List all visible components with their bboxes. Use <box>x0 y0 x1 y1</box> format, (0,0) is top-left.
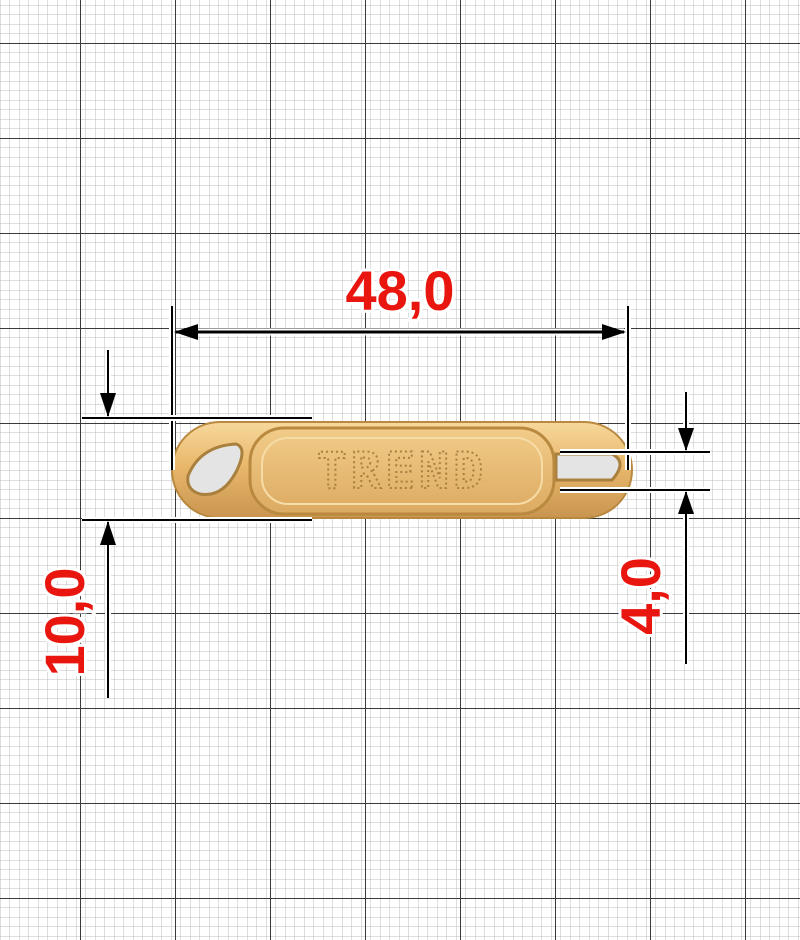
slot-hole <box>554 452 622 482</box>
length-dimension: 48,0 <box>169 256 631 470</box>
engraving-plate <box>248 426 556 516</box>
slot-dimension: 4,0 <box>560 392 710 664</box>
width-dimension: 10,0 <box>30 350 312 698</box>
width-label: 10,0 <box>33 568 96 677</box>
slot-label: 4,0 <box>609 557 672 635</box>
arrow-up-icon <box>678 491 694 514</box>
zipper-puller: TREND <box>171 421 633 519</box>
arrow-down-icon <box>678 428 694 451</box>
engraving-text: TREND <box>317 442 488 500</box>
arrow-down-icon <box>100 393 116 417</box>
length-label: 48,0 <box>346 259 455 322</box>
arrow-up-icon <box>100 521 116 545</box>
eyelet-hole <box>186 442 244 497</box>
arrow-right-icon <box>602 324 626 340</box>
arrow-left-icon <box>174 324 198 340</box>
